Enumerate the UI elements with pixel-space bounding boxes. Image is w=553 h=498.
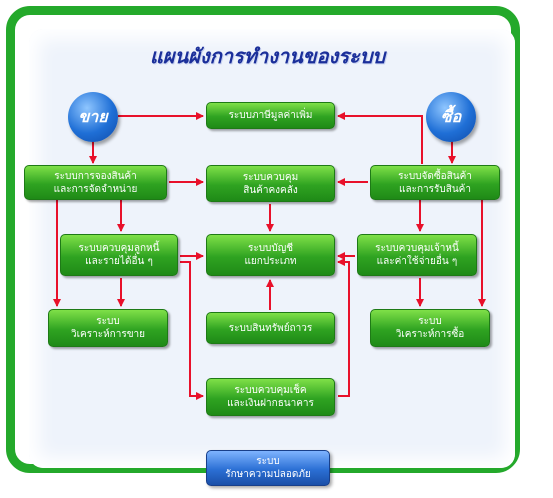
ar-box: ระบบควบคุมลูกหนี้ และรายได้อื่น ๆ [60, 234, 178, 276]
vat-box: ระบบภาษีมูลค่าเพิ่ม [206, 102, 335, 129]
sales-order-line-1: ระบบการจองสินค้า [54, 170, 137, 182]
purchase-box: ระบบจัดซื้อสินค้า และการรับสินค้า [370, 165, 500, 200]
purchase-analysis-box: ระบบ วิเคราะห์การซื้อ [370, 309, 490, 347]
cheque-bank-box: ระบบควบคุมเช็ค และเงินฝากธนาคาร [206, 378, 335, 416]
security-box: ระบบ รักษาความปลอดภัย [206, 450, 330, 486]
inventory-line-1: ระบบควบคุม [242, 171, 299, 183]
sales-order-line-2: และการจัดจำหน่าย [53, 183, 138, 195]
diagram-title: แผนผังการทำงานของระบบ [149, 44, 386, 68]
security-line-1: ระบบ [256, 456, 280, 467]
sales-order-box: ระบบการจองสินค้า และการจัดจำหน่าย [24, 165, 167, 200]
ar-line-1: ระบบควบคุมลูกหนี้ [78, 243, 160, 254]
cheque-bank-line-2: และเงินฝากธนาคาร [227, 398, 314, 409]
ap-box: ระบบควบคุมเจ้าหนี้ และค่าใช้จ่ายอื่น ๆ [357, 234, 477, 276]
sales-analysis-line-1: ระบบ [96, 316, 120, 327]
arrow-ar-to-cheque-bank [180, 261, 204, 400]
sales-analysis-box: ระบบ วิเคราะห์การขาย [48, 309, 168, 347]
inventory-box: ระบบควบคุม สินค้าคงคลัง [206, 165, 335, 202]
ledger-box: ระบบบัญชี แยกประเภท [206, 234, 335, 276]
arrow-cheque-bank-to-ledger [337, 258, 350, 397]
ap-line-2: และค่าใช้จ่ายอื่น ๆ [376, 256, 458, 267]
sell-label: ขาย [78, 106, 108, 126]
inventory-line-2: สินค้าคงคลัง [243, 184, 298, 196]
ar-line-2: และรายได้อื่น ๆ [85, 256, 153, 267]
ledger-line-2: แยกประเภท [244, 256, 297, 267]
purchase-line-2: และการรับสินค้า [399, 183, 471, 195]
purchase-line-1: ระบบจัดซื้อสินค้า [398, 170, 472, 182]
arrow-purchase-to-vat [337, 112, 423, 164]
fixed-assets-label: ระบบสินทรัพย์ถาวร [228, 322, 313, 334]
buy-circle: ซื้อ [426, 92, 476, 142]
security-line-2: รักษาความปลอดภัย [225, 469, 311, 480]
sell-circle: ขาย [68, 92, 118, 142]
cheque-bank-line-1: ระบบควบคุมเช็ค [234, 385, 307, 396]
buy-label: ซื้อ [440, 106, 462, 126]
purchase-analysis-line-2: วิเคราะห์การซื้อ [395, 329, 465, 340]
vat-label: ระบบภาษีมูลค่าเพิ่ม [228, 110, 313, 121]
ap-line-1: ระบบควบคุมเจ้าหนี้ [375, 243, 459, 254]
fixed-assets-box: ระบบสินทรัพย์ถาวร [206, 312, 335, 344]
ledger-line-1: ระบบบัญชี [247, 243, 294, 254]
sales-analysis-line-2: วิเคราะห์การขาย [70, 329, 146, 340]
purchase-analysis-line-1: ระบบ [418, 316, 442, 327]
